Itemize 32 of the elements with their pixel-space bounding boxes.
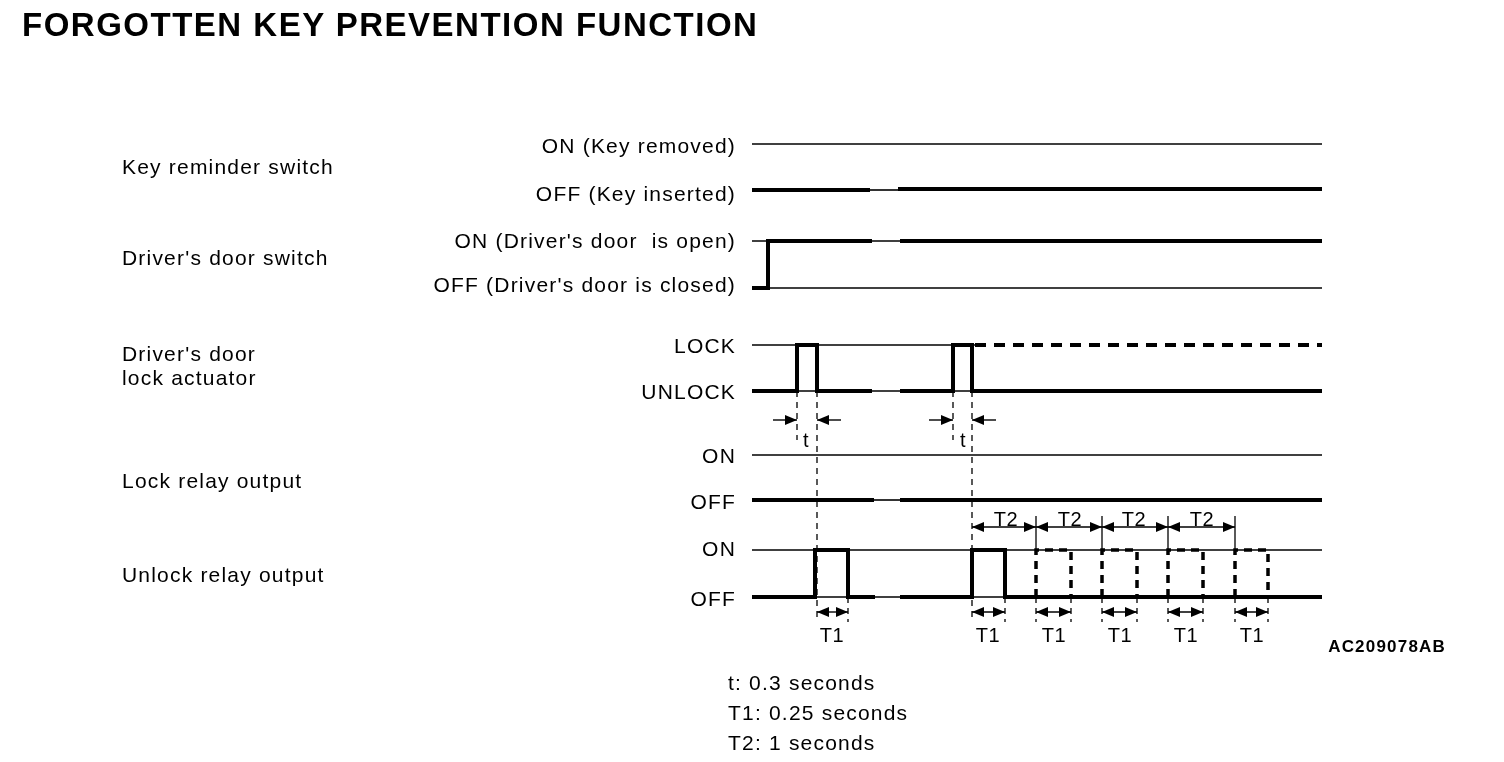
state-label: ON: [702, 444, 736, 468]
diagram-title: FORGOTTEN KEY PREVENTION FUNCTION: [22, 6, 759, 44]
state-label: OFF (Key inserted): [535, 182, 736, 206]
figure-code: AC209078AB: [1328, 637, 1446, 657]
dimension-label: t: [802, 428, 810, 452]
signal-name: Lock relay output: [122, 469, 303, 493]
dimension-label: t: [959, 428, 967, 452]
state-label: ON (Key removed): [541, 134, 736, 158]
state-label: OFF: [690, 587, 736, 611]
dimension-label: T2: [1189, 507, 1215, 531]
state-label: UNLOCK: [641, 380, 736, 404]
state-label: ON: [702, 537, 736, 561]
dimension-label: T2: [1057, 507, 1083, 531]
dimension-label: T1: [1173, 623, 1199, 647]
signal-name: Driver's door switch: [122, 246, 329, 270]
state-label: OFF (Driver's door is closed): [433, 273, 736, 297]
state-label: ON (Driver's door is open): [454, 229, 736, 253]
state-label: LOCK: [674, 334, 736, 358]
state-label: OFF: [690, 490, 736, 514]
dimension-label: T2: [1121, 507, 1147, 531]
signal-name: Key reminder switch: [122, 155, 334, 179]
signal-name: Driver's door lock actuator: [122, 342, 258, 390]
dimension-label: T1: [819, 623, 845, 647]
note-text: t: 0.3 seconds: [728, 671, 876, 695]
note-text: T1: 0.25 seconds: [728, 701, 909, 725]
dimension-label: T1: [1107, 623, 1133, 647]
dimension-label: T1: [1239, 623, 1265, 647]
dimension-label: T2: [993, 507, 1019, 531]
note-text: T2: 1 seconds: [728, 731, 876, 755]
dimension-label: T1: [1041, 623, 1067, 647]
signal-name: Unlock relay output: [122, 563, 325, 587]
dimension-label: T1: [975, 623, 1001, 647]
